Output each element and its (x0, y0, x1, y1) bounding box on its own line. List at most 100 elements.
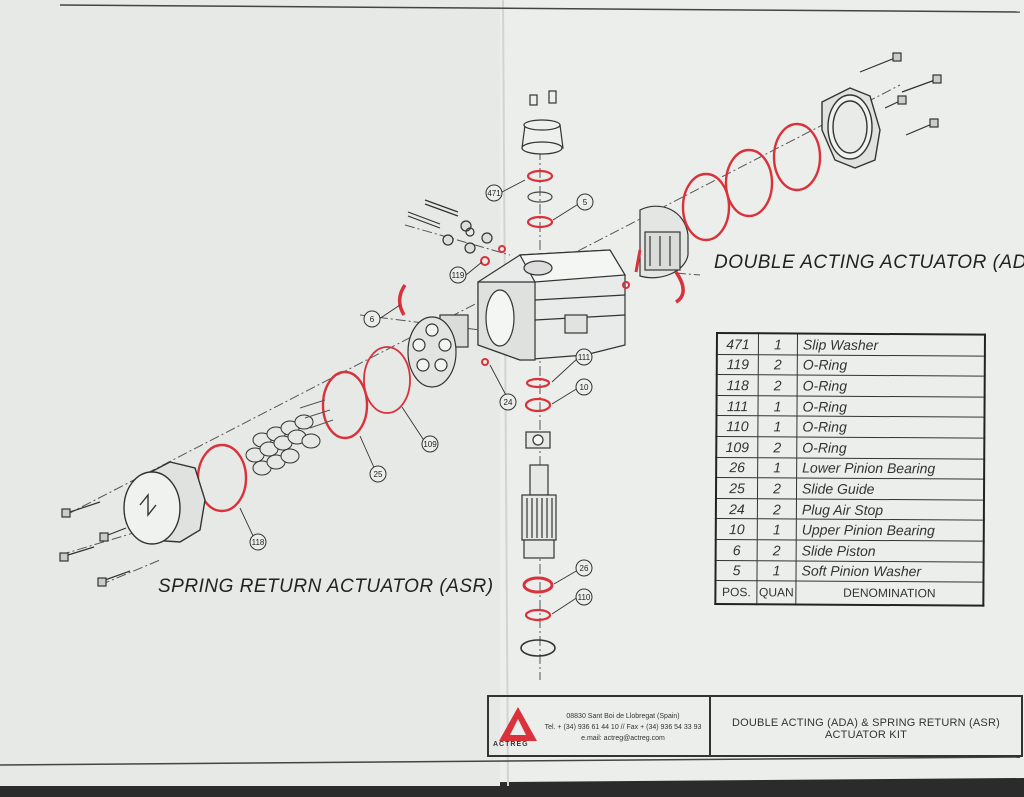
callout-24 (499, 393, 517, 411)
parts-table-header: POS. QUAN DENOMINATION (715, 580, 984, 606)
address-line-3: e.mail: actreg@actreg.com (581, 735, 665, 742)
part-denomination: Slide Piston (796, 539, 984, 562)
part-quan: 2 (758, 354, 798, 376)
part-quan: 1 (757, 519, 797, 540)
part-denomination: Slide Guide (796, 478, 985, 500)
callout-26-text: 26 (580, 564, 589, 573)
frame-bottom (0, 756, 1021, 766)
part-quan: 2 (757, 498, 797, 520)
part-denomination: O-Ring (797, 354, 985, 377)
callout-119 (449, 266, 467, 284)
part-pos: 109 (716, 436, 758, 458)
callout-111 (575, 348, 593, 366)
address-block: 08830 Sant Boi de Llobregat (Spain) Tel.… (537, 711, 709, 744)
ada-piston (639, 205, 689, 279)
ada-bolts (859, 52, 942, 136)
part-denomination: O-Ring (797, 375, 985, 397)
part-pos: 24 (715, 498, 758, 520)
callout-118 (249, 533, 267, 551)
callout-25-text: 25 (374, 470, 383, 479)
part-denomination: Upper Pinion Bearing (796, 519, 984, 542)
part-pos: 118 (716, 374, 759, 396)
part-denomination: Soft Pinion Washer (795, 560, 984, 583)
callout-5-text: 5 (583, 198, 588, 207)
part-pos: 25 (715, 477, 758, 499)
title-block: ACTREG 08830 Sant Boi de Llobregat (Spai… (487, 695, 1023, 757)
part-pos: 26 (716, 457, 758, 478)
callout-111-text: 111 (578, 353, 591, 362)
asr-springs (245, 399, 334, 476)
callout-109-text: 109 (423, 440, 437, 449)
part-pos: 5 (715, 560, 758, 581)
callout-10-text: 10 (580, 383, 589, 392)
small-red-rings (480, 245, 630, 366)
address-line-2: Tel. + (34) 936 61 44 10 // Fax + (34) 9… (544, 724, 702, 731)
part-pos: 119 (716, 354, 759, 375)
header-quan: QUAN (756, 580, 796, 605)
part-quan: 2 (758, 374, 798, 396)
callout-26 (575, 559, 593, 577)
part-quan: 1 (758, 333, 798, 355)
asr-bolts (59, 501, 131, 587)
frame-top (59, 4, 1021, 13)
callout-6 (363, 310, 381, 328)
actreg-logo (499, 707, 537, 741)
part-pos: 10 (715, 518, 758, 540)
callout-10 (575, 378, 593, 396)
pinion-lower-rings (520, 377, 556, 657)
part-quan: 2 (757, 477, 797, 499)
logo-text: ACTREG (493, 741, 529, 748)
studs-nuts (407, 199, 493, 254)
pinion-top-cap (521, 90, 564, 155)
part-quan: 1 (756, 560, 797, 582)
kit-title: DOUBLE ACTING (ADA) & SPRING RETURN (ASR… (732, 717, 1000, 741)
address-line-1: 08830 Sant Boi de Llobregat (Spain) (566, 713, 680, 720)
part-quan: 2 (757, 436, 797, 458)
callout-119-text: 119 (452, 271, 465, 280)
callout-24-text: 24 (504, 398, 513, 407)
part-denomination: O-Ring (796, 395, 985, 418)
part-quan: 1 (757, 395, 798, 417)
part-denomination: Slip Washer (797, 333, 985, 356)
paper-shadow-left (0, 0, 500, 786)
part-pos: 111 (716, 395, 759, 417)
part-denomination: O-Ring (796, 436, 985, 459)
part-denomination: O-Ring (796, 416, 985, 439)
callout-110 (575, 588, 593, 606)
callout-25 (369, 465, 387, 483)
header-pos: POS. (715, 580, 757, 605)
ada-title: DOUBLE ACTING ACTUATOR (ADA) (714, 252, 1024, 273)
pinion-shaft (521, 431, 557, 559)
callout-118-text: 118 (252, 538, 265, 547)
pinion-rings-top (526, 169, 554, 229)
part-denomination: Plug Air Stop (796, 498, 984, 521)
callout-5 (576, 193, 594, 211)
part-quan: 2 (757, 539, 797, 561)
title-block-divider (709, 697, 711, 755)
part-denomination: Lower Pinion Bearing (796, 457, 985, 480)
callout-109 (421, 435, 439, 453)
part-pos: 110 (716, 415, 758, 437)
ada-orings (634, 122, 822, 304)
callout-leaders (239, 179, 581, 615)
asr-end-cap (123, 461, 206, 545)
callout-471 (485, 184, 503, 202)
asr-piston (407, 314, 469, 388)
part-pos: 471 (716, 333, 759, 355)
callout-471-text: 471 (487, 189, 501, 198)
part-quan: 1 (757, 457, 797, 479)
actuator-body (477, 249, 627, 361)
header-denomination: DENOMINATION (795, 581, 984, 606)
